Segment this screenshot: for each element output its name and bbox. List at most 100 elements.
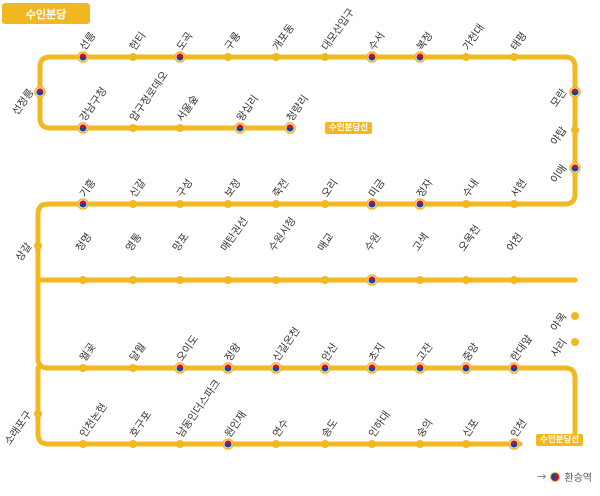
transfer-marker-blue <box>368 280 376 284</box>
station-dot <box>129 53 137 61</box>
transfer-marker-blue <box>571 92 579 96</box>
station-32[interactable]: 오목천 <box>457 223 483 284</box>
station-dot <box>321 53 329 61</box>
arrow-icon: → <box>537 470 547 483</box>
station-27[interactable]: 매탄권선 <box>219 215 251 284</box>
transfer-marker-blue <box>368 368 376 372</box>
station-label: 한대앞 <box>509 333 536 364</box>
station-label: 고색 <box>411 231 432 254</box>
station-label: 오이도 <box>175 333 202 364</box>
station-25[interactable]: 영통 <box>124 231 145 284</box>
transfer-marker-blue <box>321 368 329 372</box>
transfer-marker-red <box>571 88 579 92</box>
station-dot <box>176 124 184 132</box>
station-dot <box>571 312 579 320</box>
transfer-marker-blue <box>79 204 87 208</box>
station-dot <box>129 276 137 284</box>
station-label: 호구포 <box>128 409 155 440</box>
station-label: 인천 <box>509 417 530 440</box>
station-label: 정왕 <box>223 341 244 364</box>
transfer-marker-red <box>224 440 232 444</box>
station-label: 압구정로데오 <box>127 69 171 124</box>
station-dot <box>462 53 470 61</box>
transfer-marker-red <box>510 364 518 368</box>
station-dot <box>129 364 137 372</box>
station-label: 미금 <box>367 177 388 200</box>
station-label: 신포 <box>461 417 482 440</box>
station-5[interactable]: 대모산입구 <box>319 5 358 61</box>
transfer-marker-blue <box>286 128 294 132</box>
station-label: 기흥 <box>77 176 99 200</box>
station-34[interactable]: 야목 <box>548 310 579 334</box>
transfer-marker-red <box>416 53 424 57</box>
legend-label: 환승역 <box>564 473 592 484</box>
station-dot <box>79 276 87 284</box>
station-label: 달월 <box>128 341 149 364</box>
station-56[interactable]: 인천 <box>508 417 530 450</box>
transfer-marker-red <box>79 53 87 57</box>
legend: → 환승역 <box>537 469 592 484</box>
station-dot <box>462 440 470 448</box>
transfer-marker-blue <box>176 368 184 372</box>
station-label: 가천대 <box>461 22 487 53</box>
station-24[interactable]: 청명 <box>74 231 95 284</box>
station-label: 구룡 <box>223 30 244 53</box>
station-28[interactable]: 수원시청 <box>267 215 299 284</box>
station-label: 선정릉 <box>10 87 37 118</box>
transfer-marker-blue <box>79 57 87 61</box>
station-33[interactable]: 어천 <box>505 231 526 284</box>
main-line <box>35 54 578 439</box>
station-dot <box>224 53 232 61</box>
station-dot <box>79 440 87 448</box>
station-dot <box>272 200 280 208</box>
station-label: 어천 <box>505 231 526 254</box>
transfer-marker-red <box>79 124 87 128</box>
station-47[interactable]: 인천논현 <box>78 401 110 448</box>
station-dot <box>510 200 518 208</box>
station-label: 구성 <box>175 177 196 200</box>
station-26[interactable]: 망포 <box>171 231 192 284</box>
transfer-marker-red <box>368 364 376 368</box>
station-49[interactable]: 남동인더스파크 <box>175 377 224 448</box>
transfer-marker-red <box>79 200 87 204</box>
station-label: 상갈 <box>13 240 35 264</box>
transfer-station-icon <box>550 471 561 482</box>
station-dot <box>176 440 184 448</box>
station-label: 인천논현 <box>78 401 110 440</box>
branch-station-2[interactable]: 압구정로데오 <box>127 69 171 132</box>
station-30[interactable]: 수원 <box>363 231 384 286</box>
station-35[interactable]: 사리 <box>549 337 579 360</box>
station-dot <box>129 124 137 132</box>
transfer-marker-red <box>36 88 44 92</box>
station-label: 청명 <box>74 231 95 254</box>
transfer-marker-blue <box>416 368 424 372</box>
transfer-marker-red <box>416 200 424 204</box>
station-label: 대모산입구 <box>319 5 358 52</box>
transfer-marker-red <box>236 124 244 128</box>
station-dot <box>571 338 579 346</box>
station-label: 수원시청 <box>267 215 299 254</box>
transfer-marker-red <box>571 164 579 168</box>
transfer-marker-blue <box>176 57 184 61</box>
station-dot <box>368 440 376 448</box>
station-label: 개포동 <box>271 22 298 53</box>
station-31[interactable]: 고색 <box>411 231 432 284</box>
station-label: 보정 <box>223 177 244 200</box>
station-label: 왕십리 <box>235 93 261 124</box>
branch-end-label: 수인분당선 <box>325 122 373 134</box>
station-label: 신길온천 <box>270 325 303 364</box>
station-label: 태평 <box>509 30 530 53</box>
branch-station-5[interactable]: 청량리 <box>284 93 311 134</box>
station-label: 수원 <box>363 231 384 254</box>
station-29[interactable]: 매교 <box>316 231 337 284</box>
station-label: 월곶 <box>78 341 99 364</box>
station-label: 선릉 <box>78 30 99 53</box>
station-dot <box>272 276 280 284</box>
transfer-marker-blue <box>510 444 518 448</box>
station-label: 고잔 <box>415 341 436 364</box>
transfer-marker-red <box>416 364 424 368</box>
station-label: 소래포구 <box>2 409 34 448</box>
transfer-marker-blue <box>36 92 44 96</box>
